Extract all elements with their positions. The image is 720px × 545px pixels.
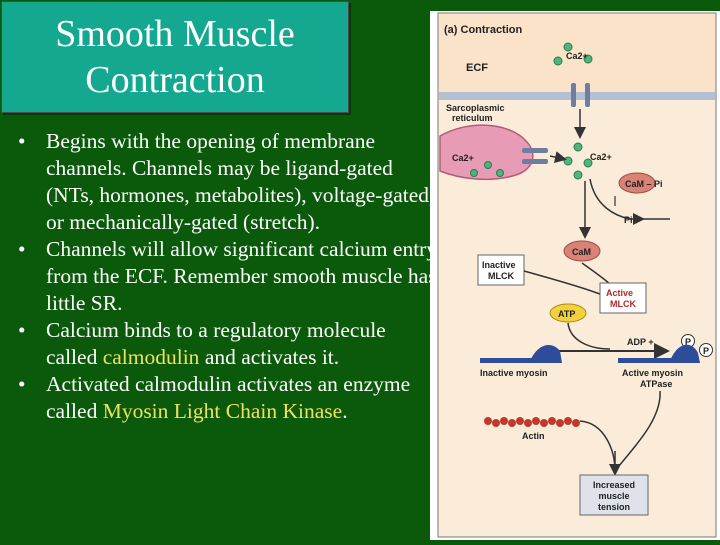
tension-box xyxy=(579,474,649,516)
sr-channel-top xyxy=(522,148,548,153)
active-myosin-head xyxy=(670,344,700,363)
sr-label-line-2: reticulum xyxy=(452,113,493,123)
diagram-heading: (a) Contraction xyxy=(444,24,523,36)
sr-release-arrow xyxy=(549,151,567,163)
contraction-diagram: (a) Contraction ECF Ca2+ Sarcoplasmic re… xyxy=(430,11,720,540)
active-myosin-label-2: ATPase xyxy=(640,379,672,389)
bullet-text: Activated calmodulin activates an enzyme… xyxy=(46,372,411,423)
title-box: Smooth Muscle Contraction xyxy=(1,1,349,113)
phosphate-circle-myosin xyxy=(699,343,713,357)
bullet-item: Calcium binds to a regulatory molecule c… xyxy=(18,317,438,371)
pi-label: Pi xyxy=(624,215,633,225)
calcium-ion xyxy=(553,56,563,66)
cam-pi-complex xyxy=(618,172,656,194)
bullet-text: and activates it. xyxy=(199,345,340,369)
cell-membrane xyxy=(439,92,715,100)
bullet-text: Calcium binds to a regulatory molecule c… xyxy=(46,318,386,369)
inactive-myosin-head xyxy=(530,345,562,363)
calcium-ion xyxy=(496,169,504,177)
calmodulin-shape xyxy=(563,240,601,262)
membrane-channel-right xyxy=(585,83,590,107)
cytoplasm-calcium-label: Ca2+ xyxy=(590,152,612,162)
calmodulin-label: CaM xyxy=(572,247,591,257)
tension-label-1: Increased xyxy=(593,480,635,490)
inactive-mlck-label-1: Inactive xyxy=(482,260,516,270)
calcium-ion xyxy=(573,170,583,180)
actin-filament xyxy=(484,417,580,427)
inactive-mlck-box xyxy=(477,254,525,286)
bullet-list: Begins with the opening of membrane chan… xyxy=(18,128,438,425)
calcium-ion xyxy=(484,161,492,169)
ecf-region xyxy=(439,14,715,92)
sr-calcium-label: Ca2+ xyxy=(452,153,474,163)
highlight-term: Myosin Light Chain Kinase xyxy=(102,399,343,423)
inactive-myosin-label: Inactive myosin xyxy=(480,368,548,378)
atp-shape xyxy=(549,303,587,323)
bullet-text: Begins with the opening of membrane chan… xyxy=(46,129,435,234)
bullet-text: Channels will allow significant calcium … xyxy=(46,237,438,315)
atp-label: ATP xyxy=(558,309,575,319)
atp-path xyxy=(567,322,611,350)
calcium-ion xyxy=(563,42,573,52)
sr-label-line-1: Sarcoplasmic xyxy=(446,103,505,113)
diagram-svg: (a) Contraction ECF Ca2+ Sarcoplasmic re… xyxy=(437,12,717,538)
active-mlck-box xyxy=(599,282,647,314)
active-mlck-label-1: Active xyxy=(606,288,633,298)
adp-label: ADP + xyxy=(627,337,654,347)
tension-label-2: muscle xyxy=(598,491,629,501)
cam-pi-label: CaM – Pi xyxy=(625,179,663,189)
actin-label: Actin xyxy=(522,431,545,441)
title-line-1: Smooth Muscle xyxy=(55,13,295,55)
active-myosin-label-1: Active myosin xyxy=(622,368,683,378)
bullet-text: . xyxy=(342,399,348,423)
phosphate-label: P xyxy=(685,337,691,347)
active-mlck-label-2: MLCK xyxy=(610,299,636,309)
bullet-item: Channels will allow significant calcium … xyxy=(18,236,438,317)
tension-label-3: tension xyxy=(598,502,630,512)
calcium-ion xyxy=(470,169,478,177)
title-line-2: Contraction xyxy=(85,59,265,101)
inactive-myosin-tail xyxy=(480,358,550,363)
bullet-item: Begins with the opening of membrane chan… xyxy=(18,128,438,236)
highlight-term: calmodulin xyxy=(102,345,200,369)
calcium-ion xyxy=(573,142,583,152)
membrane-channel-left xyxy=(571,83,576,107)
ecf-calcium-label: Ca2+ xyxy=(566,51,588,61)
calcium-ion xyxy=(583,54,593,64)
cam-activation-path xyxy=(589,178,670,220)
phosphate-label-myosin: P xyxy=(703,346,709,356)
bullet-item: Activated calmodulin activates an enzyme… xyxy=(18,371,438,425)
calcium-ion xyxy=(563,156,573,166)
calcium-ion xyxy=(583,158,593,168)
inactive-mlck-label-2: MLCK xyxy=(488,271,514,281)
active-myosin-tail xyxy=(618,358,696,363)
sr-channel-bottom xyxy=(522,159,548,164)
ecf-label: ECF xyxy=(466,62,488,74)
